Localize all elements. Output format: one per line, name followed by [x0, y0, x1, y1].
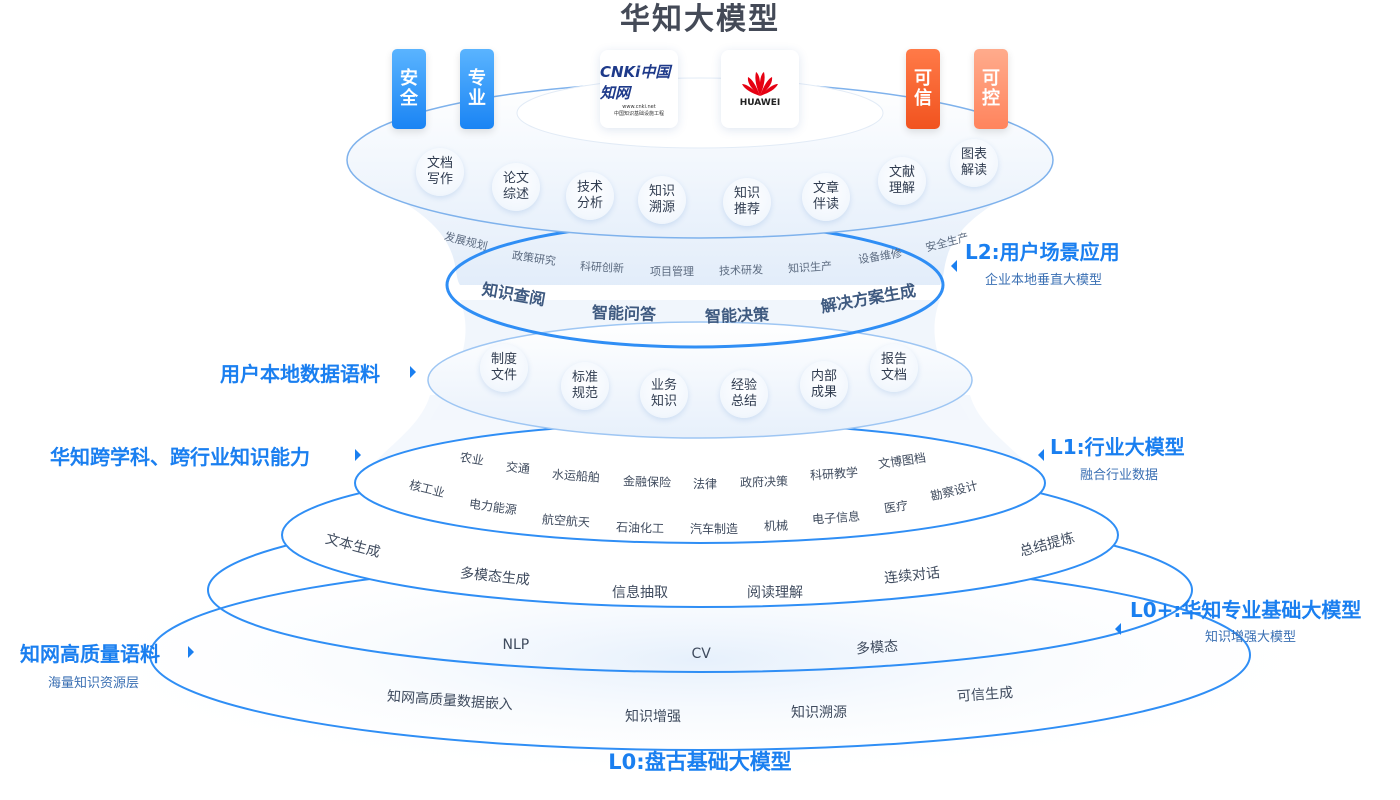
l1-subtitle: 融合行业数据 — [1080, 468, 1159, 483]
top-tool-bubble: 论文综述 — [492, 163, 540, 211]
huawei-petal-icon — [742, 72, 778, 96]
controllable-badge: 可控 — [974, 49, 1008, 129]
local-data-bubble-label: 内部成果 — [810, 369, 837, 400]
industry-label: 法律 — [693, 476, 718, 491]
industry-label: 机械 — [763, 518, 789, 533]
cnki-logo-subtitle: 中国知识基础设施工程 — [613, 111, 664, 117]
big-scenario-label: 智能决策 — [704, 304, 770, 327]
top-tool-bubble: 文献理解 — [878, 157, 926, 205]
industry-label: 石油化工 — [615, 519, 665, 536]
controllable-badge-label: 可控 — [982, 68, 1000, 109]
top-tool-bubble-label: 技术分析 — [576, 180, 603, 211]
huawei-logo-word: HUAWEI — [739, 98, 781, 108]
corpus-subtitle: 海量知识资源层 — [48, 676, 140, 691]
industry-label: 金融保险 — [622, 473, 672, 490]
professional-badge: 专业 — [460, 49, 494, 129]
trustworthy-badge-label: 可信 — [914, 68, 932, 109]
top-tool-bubble: 知识推荐 — [723, 178, 771, 226]
industry-label: 航空航天 — [541, 511, 591, 530]
top-tool-bubble: 文章伴读 — [802, 173, 850, 221]
top-tool-bubble-label: 文献理解 — [888, 165, 915, 196]
top-tool-bubble-label: 图表解读 — [960, 147, 987, 178]
foundation-label: 知识溯源 — [791, 705, 847, 721]
foundation-label: 可信生成 — [956, 685, 1014, 705]
cnki-logo-domain: www.cnki.net — [622, 104, 656, 110]
local-data-bubble: 报告文档 — [870, 344, 918, 392]
professional-badge-label: 专业 — [468, 68, 486, 109]
capability-label: 信息抽取 — [612, 585, 668, 601]
capability-label: 阅读理解 — [747, 585, 803, 601]
huawei-logo: HUAWEI — [721, 50, 799, 128]
l2-arrow-icon — [951, 260, 957, 272]
security-badge: 安全 — [392, 49, 426, 129]
l2-title: L2:用户场景应用 — [965, 240, 1120, 264]
ring-local-data — [427, 321, 973, 439]
top-tool-bubble-label: 文档写作 — [426, 156, 453, 187]
industry-label: 水运船舶 — [551, 466, 601, 485]
industry-label: 汽车制造 — [690, 521, 739, 536]
local-data-bubble: 内部成果 — [800, 361, 848, 409]
scenario-label: 科研创新 — [579, 259, 625, 276]
local-data-arrow-icon — [410, 366, 416, 378]
top-tool-bubble: 技术分析 — [566, 172, 614, 220]
local-data-bubble: 制度文件 — [480, 344, 528, 392]
page-title: 华知大模型 — [620, 2, 780, 37]
top-tool-bubble-label: 文章伴读 — [812, 181, 839, 212]
local-data-bubble: 业务知识 — [640, 370, 688, 418]
security-badge-label: 安全 — [400, 68, 418, 109]
local-data-bubble-label: 标准规范 — [571, 370, 598, 401]
l0-title: L0:盘古基础大模型 — [608, 750, 792, 774]
top-tool-bubble-label: 知识溯源 — [648, 184, 675, 215]
top-tool-bubble: 文档写作 — [416, 148, 464, 196]
l1-title: L1:行业大模型 — [1050, 435, 1185, 459]
ring-top-inner — [516, 77, 884, 149]
cross-discipline-arrow-icon — [355, 449, 361, 461]
local-data-bubble: 经验总结 — [720, 370, 768, 418]
local-data-bubble-label: 制度文件 — [490, 352, 517, 383]
cnki-logo: CNKi中国知网 www.cnki.net 中国知识基础设施工程 — [600, 50, 678, 128]
foundation-label: 知识增强 — [625, 709, 681, 725]
l1-arrow-icon — [1038, 449, 1044, 461]
l0plus-subtitle: 知识增强大模型 — [1205, 630, 1297, 645]
local-data-bubble: 标准规范 — [561, 362, 609, 410]
local-data-title: 用户本地数据语料 — [220, 362, 380, 386]
top-tool-bubble: 知识溯源 — [638, 176, 686, 224]
top-tool-bubble: 图表解读 — [950, 139, 998, 187]
trustworthy-badge: 可信 — [906, 49, 940, 129]
l0plus-title: L0+:华知专业基础大模型 — [1130, 598, 1362, 622]
base-glow — [50, 540, 1350, 780]
scenario-label: 技术研发 — [718, 263, 764, 278]
modality-label: CV — [691, 646, 711, 662]
corpus-arrow-icon — [188, 646, 194, 658]
scenario-label: 知识生产 — [787, 259, 833, 276]
l2-subtitle: 企业本地垂直大模型 — [985, 273, 1103, 288]
industry-label: 医疗 — [883, 497, 909, 516]
scenario-label: 项目管理 — [650, 265, 694, 278]
industry-label: 政府决策 — [739, 473, 789, 490]
modality-label: 多模态 — [855, 638, 899, 658]
modality-label: NLP — [502, 637, 530, 653]
local-data-bubble-label: 经验总结 — [730, 378, 757, 409]
top-tool-bubble-label: 论文综述 — [502, 171, 529, 202]
cnki-logo-word: CNKi中国知网 — [600, 63, 671, 102]
cross-discipline-title: 华知跨学科、跨行业知识能力 — [50, 445, 310, 469]
l0plus-arrow-icon — [1115, 623, 1121, 635]
corpus-title: 知网高质量语料 — [20, 642, 160, 666]
top-tool-bubble-label: 知识推荐 — [733, 186, 760, 217]
industry-label: 电子信息 — [811, 508, 861, 527]
industry-label: 农业 — [458, 449, 485, 468]
industry-label: 交通 — [505, 459, 531, 476]
big-scenario-label: 智能问答 — [591, 302, 657, 325]
local-data-bubble-label: 业务知识 — [650, 378, 677, 409]
industry-label: 科研教学 — [809, 464, 859, 483]
local-data-bubble-label: 报告文档 — [880, 352, 907, 383]
